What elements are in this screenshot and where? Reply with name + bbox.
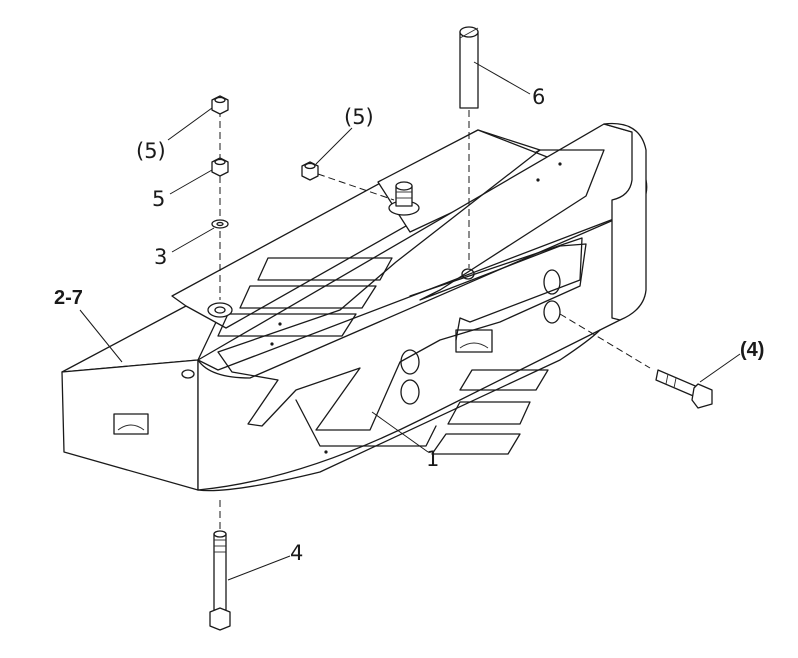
- callout-5-paren-center: (5): [344, 105, 374, 129]
- stripe: [217, 313, 357, 337]
- stripe: [239, 285, 377, 309]
- callout-2-7: 2-7: [54, 287, 83, 309]
- nut-icon: [211, 95, 229, 115]
- lifting-fitting: [388, 181, 420, 216]
- front-slot: [455, 329, 493, 353]
- side-bolt: [559, 313, 713, 409]
- stripe: [431, 433, 521, 455]
- rear-slot: [113, 413, 149, 435]
- center-nut: [301, 161, 395, 201]
- mounting-hole: [207, 302, 233, 318]
- stripe: [447, 401, 531, 425]
- callout-4: 4: [290, 541, 303, 565]
- callout-labels: (5) 5 3 2-7 (5) 6 (4) 1 4: [54, 85, 764, 565]
- nut-icon: [211, 157, 229, 177]
- end-cap: [603, 122, 647, 321]
- callout-5: 5: [152, 187, 165, 211]
- callout-1: 1: [426, 447, 439, 471]
- left-fastener-stack: [209, 95, 231, 631]
- front-hole: [400, 349, 420, 375]
- front-hole: [400, 379, 420, 405]
- stripe: [257, 257, 393, 281]
- callout-4-paren: (4): [740, 339, 764, 361]
- decal-outline: [217, 149, 605, 431]
- callout-5-paren-left: (5): [136, 139, 166, 163]
- stripe: [459, 369, 549, 391]
- leader-lines: [79, 61, 741, 581]
- callout-6: 6: [532, 85, 545, 109]
- front-hole: [543, 269, 561, 295]
- front-hole: [543, 300, 561, 324]
- counterweight-assembly: [61, 122, 648, 492]
- callout-3: 3: [154, 245, 167, 269]
- pin-part-6: [459, 26, 479, 268]
- washer-icon: [211, 219, 229, 229]
- bolt-icon: [209, 530, 231, 631]
